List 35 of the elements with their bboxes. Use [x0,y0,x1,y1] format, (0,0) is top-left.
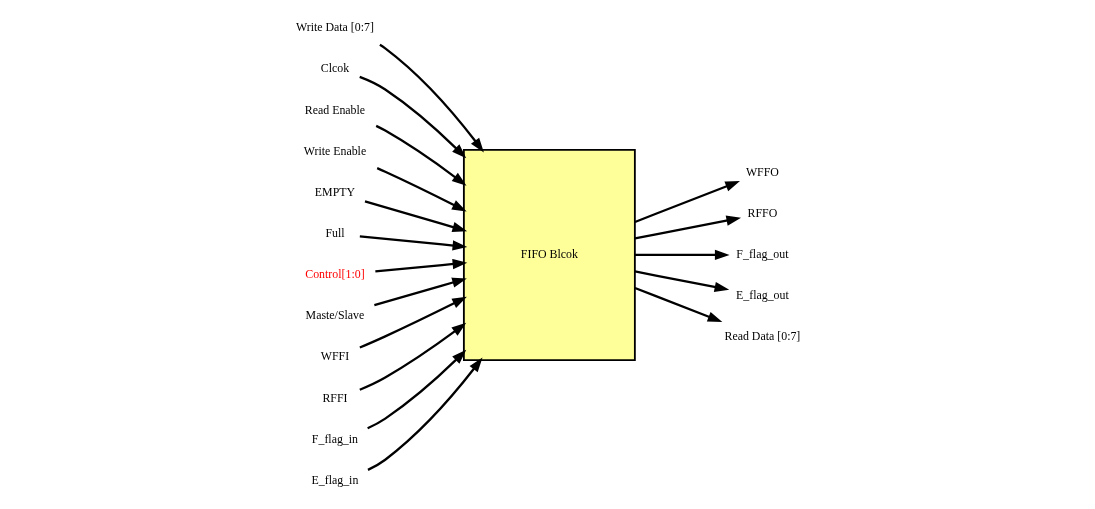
arrow [634,181,740,224]
node-text: RFFO [747,205,777,220]
arrow [359,235,467,251]
node-text: Write Enable [303,143,366,158]
arrow [366,357,482,471]
arrow [374,258,467,273]
node-text: WFFI [320,349,349,364]
node-text: Read Enable [304,102,365,117]
node-text: Clcok [320,61,349,76]
node-text: Maste/Slave [305,308,364,323]
arrow [373,277,467,307]
arrow [376,167,467,212]
node-text: WFFO [745,164,779,179]
arrow [378,43,484,153]
node-text: EMPTY [314,184,355,199]
arrow [358,75,466,159]
node-text: E_flag_out [735,288,789,303]
node-text: F_flag_out [735,247,788,262]
node-text: Write Data [0:7] [295,20,374,35]
arrow [366,349,466,430]
arrow [634,270,729,293]
node-text: F_flag_in [311,431,358,446]
arrow [358,296,467,349]
arrow [634,249,730,261]
node-text: Read Data [0:7] [724,329,800,344]
node-text: Control[1:0] [304,267,365,282]
arrow [634,215,741,240]
node-text: RFFI [321,390,347,405]
arrow [375,124,466,186]
arrow [358,322,466,391]
node-text: E_flag_in [311,472,358,487]
arrow [634,286,722,322]
arrow [364,200,467,232]
node-text: Full [324,226,345,241]
node-box: FIFO Blcok [462,148,636,362]
